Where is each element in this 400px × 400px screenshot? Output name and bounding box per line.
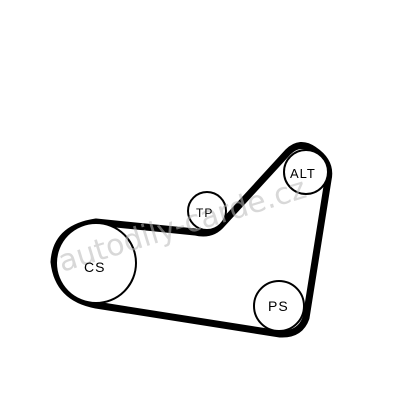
pulley-tp-circle xyxy=(187,191,227,231)
pulley-alt-label: ALT xyxy=(290,166,316,181)
pulley-alt xyxy=(283,149,329,195)
pulley-cs xyxy=(55,222,137,304)
pulley-tp xyxy=(187,191,227,231)
pulley-ps-circle xyxy=(253,280,305,332)
pulley-ps-label: PS xyxy=(268,298,289,314)
pulley-cs-label: CS xyxy=(84,259,105,275)
pulley-cs-circle xyxy=(55,222,137,304)
pulley-tp-label: TP xyxy=(196,206,213,220)
pulley-alt-circle xyxy=(283,149,329,195)
pulley-ps xyxy=(253,280,305,332)
